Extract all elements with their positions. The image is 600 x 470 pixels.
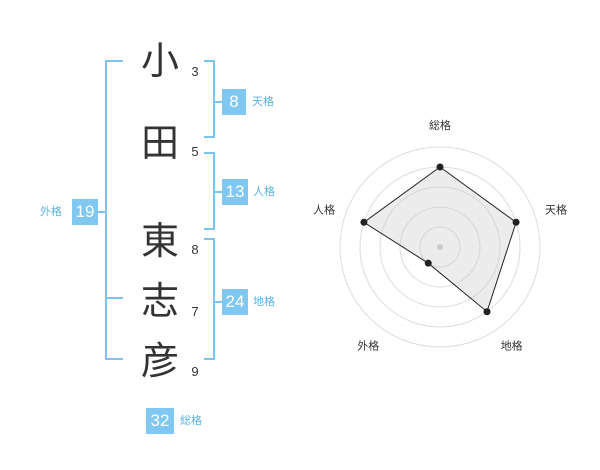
radar-point-1 (436, 163, 444, 171)
jin-kaku-value: 13 (222, 179, 248, 205)
stroke-count-1: 3 (191, 64, 199, 79)
ten-kaku-value: 8 (222, 89, 246, 115)
outer-bracket-mid (105, 297, 123, 299)
ten-bracket-top (204, 60, 215, 62)
stroke-count-4: 7 (191, 304, 199, 319)
outer-bracket-vertical (105, 60, 107, 360)
radar-axis-label-3: 地格 (501, 339, 523, 353)
radar-point-4 (424, 259, 432, 267)
radar-axis-label-4: 外格 (357, 339, 379, 353)
ten-bracket-vertical (213, 60, 215, 138)
radar-point-2 (512, 218, 520, 226)
radar-ring-1 (419, 226, 461, 268)
ten-kaku-label: 天格 (252, 95, 274, 108)
jin-bracket-vertical (213, 152, 215, 230)
sou-kaku-label: 総格 (180, 414, 202, 427)
stroke-count-3: 8 (191, 242, 199, 257)
radar-axis-label-2: 天格 (545, 202, 567, 216)
chi-kaku-value: 24 (222, 289, 248, 315)
gai-kaku-label: 外格 (40, 205, 62, 218)
radar-ring-2 (399, 206, 481, 288)
chi-kaku-label: 地格 (253, 295, 275, 308)
sou-kaku-value: 32 (146, 408, 174, 434)
jin-kaku-label: 人格 (253, 185, 275, 198)
chi-bracket-connector (215, 301, 222, 303)
outer-bracket-bottom (105, 358, 123, 360)
ten-bracket-bottom (204, 136, 215, 138)
radar-center (437, 244, 443, 250)
chi-bracket-top (204, 238, 215, 240)
jin-bracket-top (204, 152, 215, 154)
jin-bracket-connector (215, 191, 222, 193)
name-char-5: 彦 (140, 339, 179, 383)
radar-axis-label-5: 人格 (313, 202, 335, 216)
outer-bracket-top (105, 60, 123, 62)
stroke-count-2: 5 (191, 144, 199, 159)
gai-kaku-value: 19 (72, 199, 98, 225)
radar-series-polygon (363, 166, 517, 313)
name-char-2: 田 (140, 121, 179, 165)
chi-bracket-vertical (213, 238, 215, 360)
radar-point-3 (483, 308, 491, 316)
radar-axis-label-1: 総格 (429, 118, 451, 132)
ten-bracket-connector (215, 101, 222, 103)
jin-bracket-bottom (204, 228, 215, 230)
radar-ring-3 (379, 186, 501, 308)
name-char-3: 東 (140, 219, 179, 263)
name-char-4: 志 (140, 279, 179, 323)
name-char-1: 小 (140, 39, 179, 83)
chi-bracket-bottom (204, 358, 215, 360)
outer-bracket-connector (97, 211, 105, 213)
stroke-count-5: 9 (191, 364, 199, 379)
radar-point-5 (360, 218, 368, 226)
